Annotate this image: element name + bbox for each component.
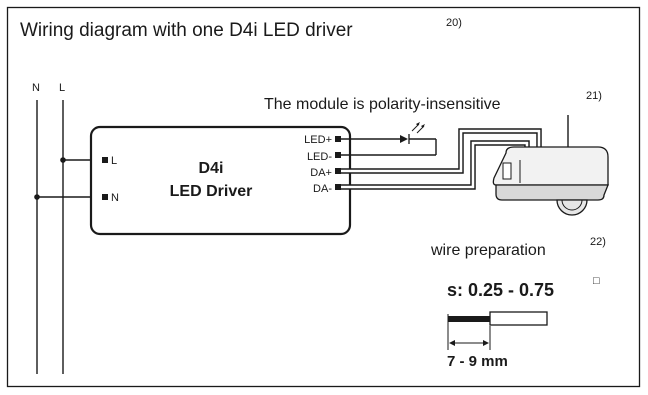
cross-section-unit: □ xyxy=(593,275,600,287)
led-driver-box xyxy=(89,125,352,236)
cross-section-spec: s: 0.25 - 0.75 xyxy=(447,280,554,300)
stripped-conductor xyxy=(448,316,490,322)
driver-input-label-l: L xyxy=(111,155,117,167)
driver-input-label-n: N xyxy=(111,192,119,204)
sensor-module-icon xyxy=(492,146,609,216)
driver-input-terminal-n xyxy=(102,194,108,200)
diagram-title: Wiring diagram with one D4i LED driver xyxy=(20,20,353,41)
strip-length-label: 7 - 9 mm xyxy=(447,353,508,370)
dimension-arrow-right-icon xyxy=(483,340,489,346)
driver-input-terminal-l xyxy=(102,157,108,163)
driver-output-label-da-minus: DA- xyxy=(313,183,332,195)
driver-output-label-led-plus: LED+ xyxy=(304,134,332,146)
driver-output-label-led-minus: LED- xyxy=(307,151,332,163)
wire-insulation xyxy=(489,311,548,326)
driver-output-label-da-plus: DA+ xyxy=(310,167,332,179)
polarity-footnote: 21) xyxy=(586,90,602,102)
neutral-label: N xyxy=(32,82,40,94)
live-junction-dot xyxy=(60,157,66,163)
da-plus-cable-core xyxy=(341,129,541,173)
driver-name-line2: LED Driver xyxy=(170,183,253,200)
diagram-frame xyxy=(6,6,641,388)
live-label: L xyxy=(59,82,65,94)
driver-output-terminal-led-minus xyxy=(335,152,341,158)
wire-preparation-footnote: 22) xyxy=(590,236,606,248)
dimension-arrow-left-icon xyxy=(449,340,455,346)
title-footnote: 20) xyxy=(446,17,462,29)
driver-name-line1: D4i xyxy=(199,160,224,177)
driver-output-terminal-da-minus xyxy=(335,184,341,190)
polarity-note: The module is polarity-insensitive xyxy=(264,96,501,113)
light-emission-icon xyxy=(411,122,425,134)
driver-output-terminal-da-plus xyxy=(335,168,341,174)
neutral-junction-dot xyxy=(34,194,40,200)
led-diode-icon xyxy=(400,135,408,143)
wire-preparation-label: wire preparation xyxy=(430,242,546,259)
driver-output-terminal-led-plus xyxy=(335,136,341,142)
